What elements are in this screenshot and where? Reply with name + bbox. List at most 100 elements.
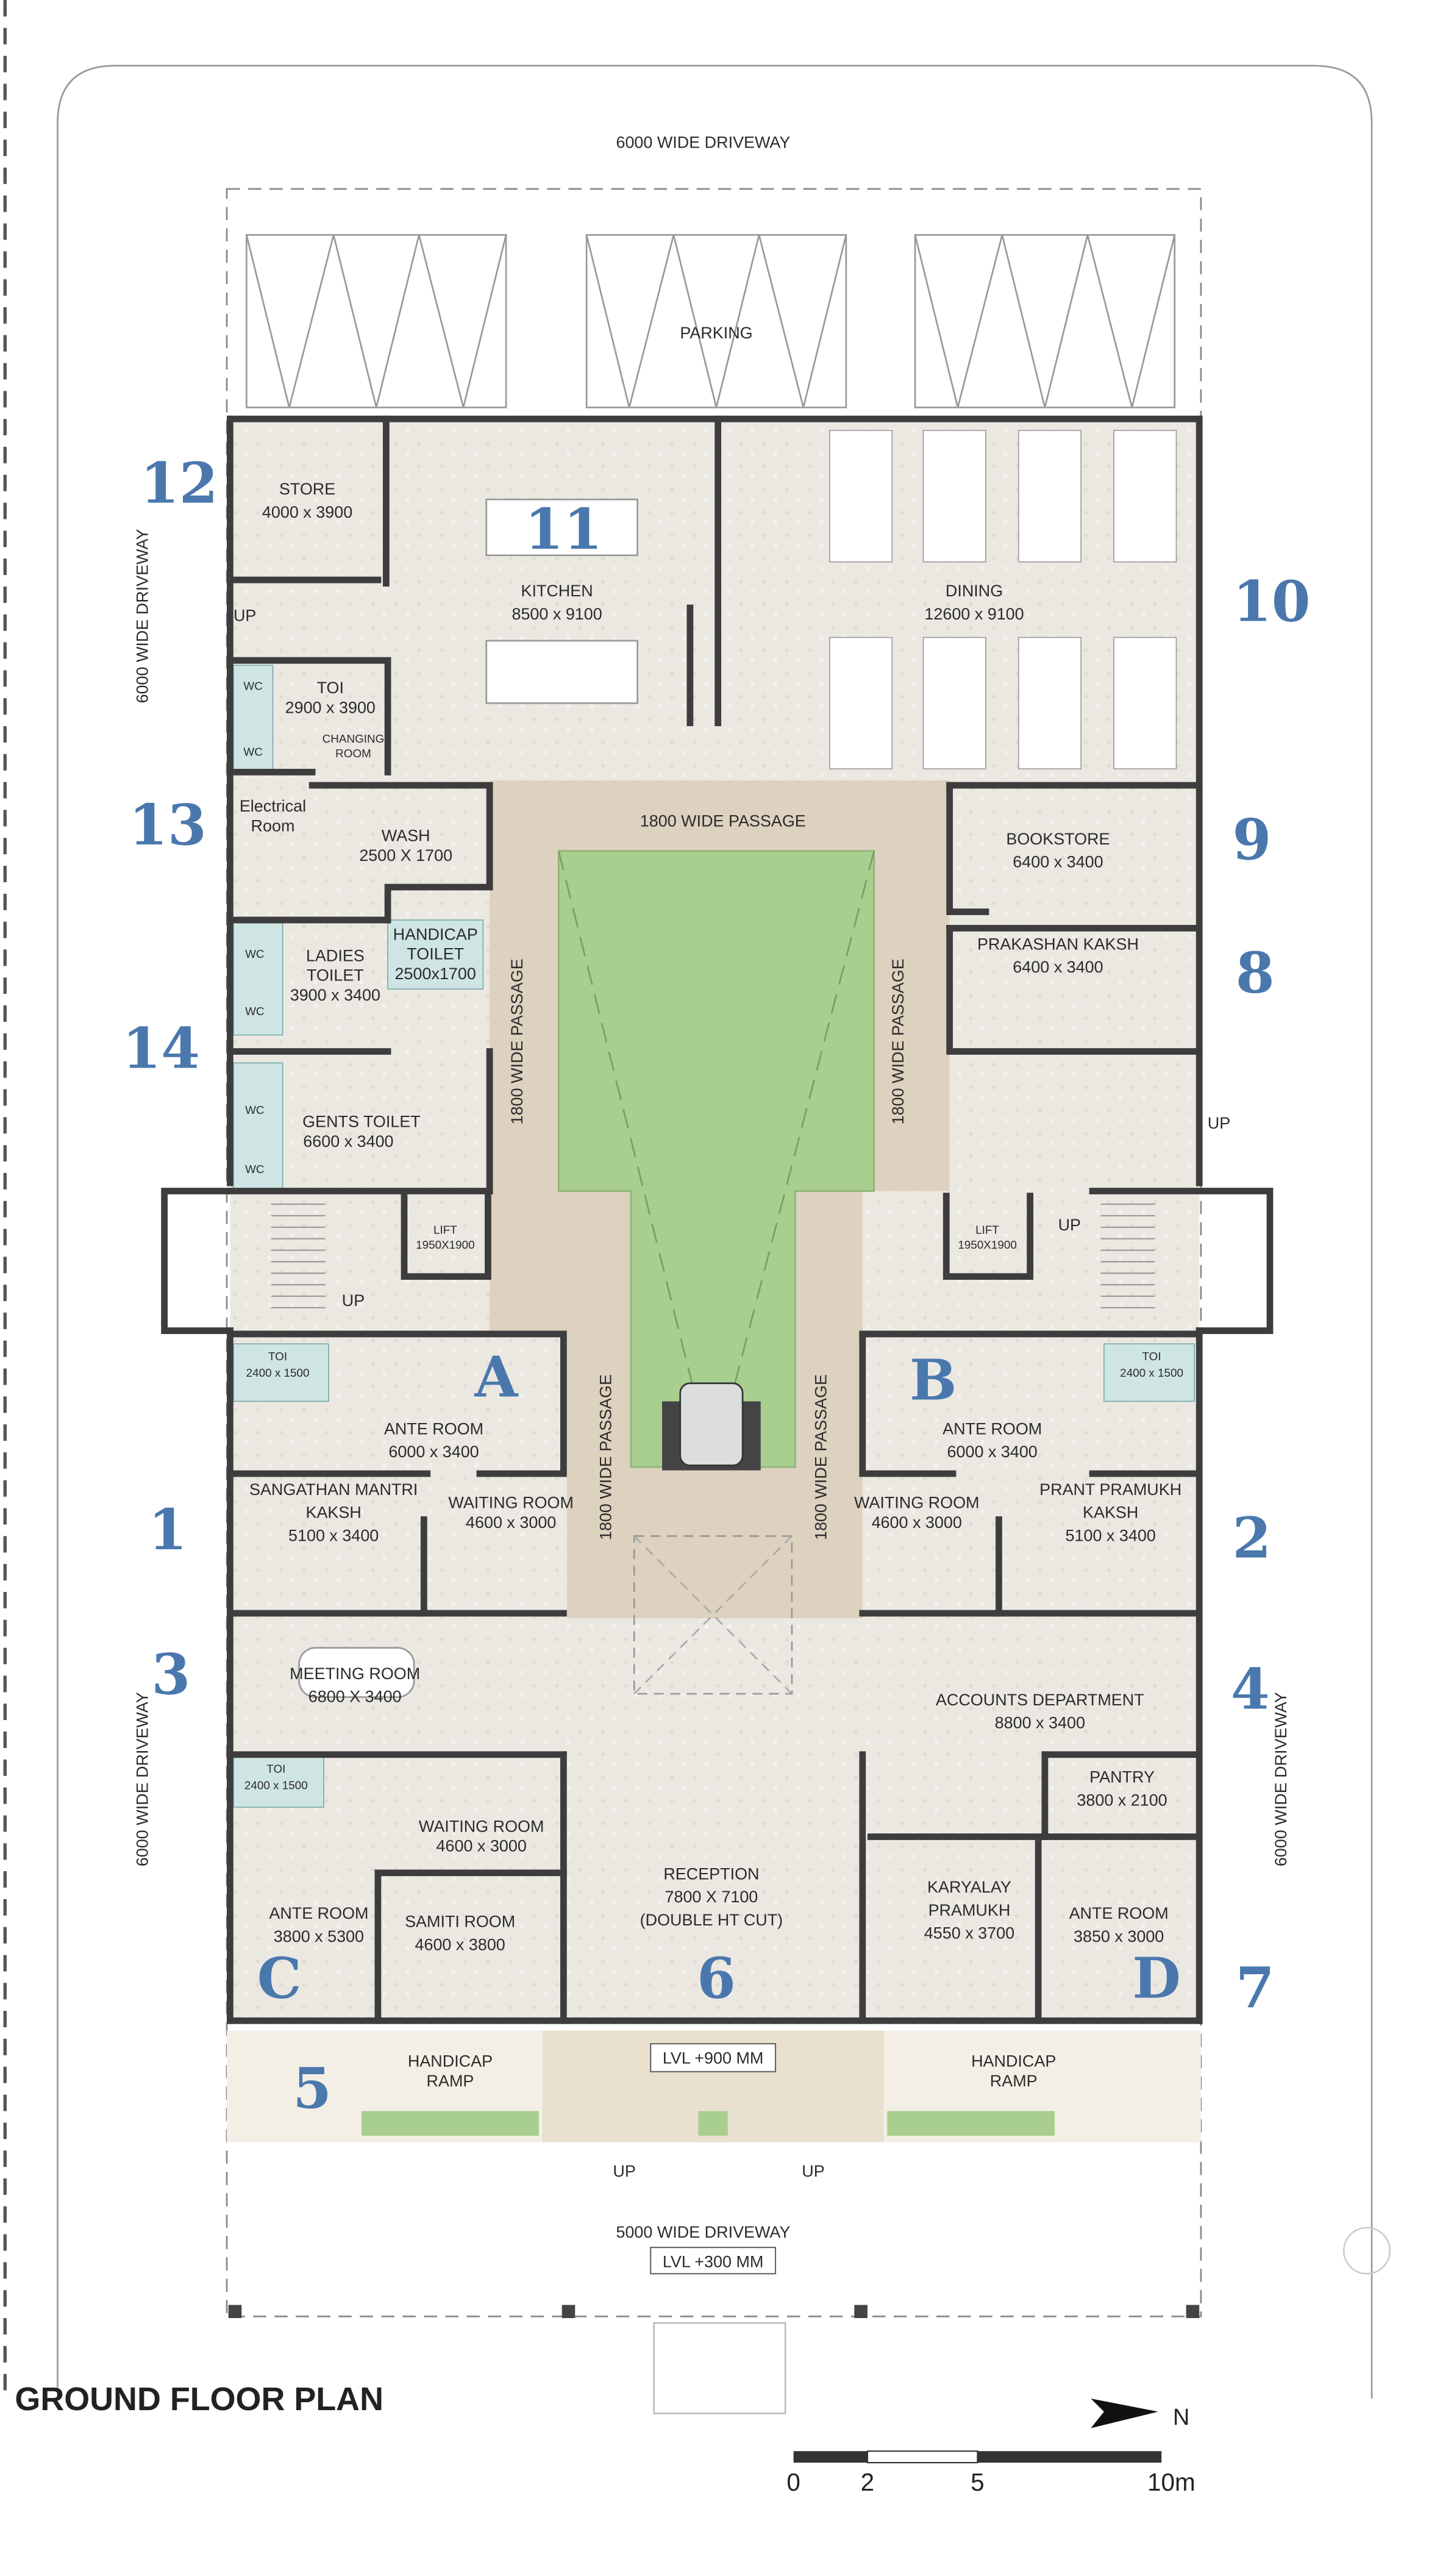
waiting-left-name: WAITING ROOM	[448, 1494, 574, 1512]
bookstore-name: BOOKSTORE	[1006, 830, 1110, 848]
driveway-right-label: 6000 WIDE DRIVEWAY	[1272, 1692, 1290, 1866]
wc-label: WC	[243, 680, 262, 693]
staircases	[271, 1204, 1155, 1308]
meeting-size: 6800 X 3400	[308, 1688, 402, 1706]
room-number-11: 11	[525, 496, 602, 562]
driveway-left-bottom-label: 6000 WIDE DRIVEWAY	[134, 1692, 152, 1866]
up-label: UP	[1058, 1216, 1081, 1234]
toi-top-name: TOI	[317, 679, 344, 697]
scale-tick-2: 2	[861, 2468, 874, 2496]
gents-name: GENTS TOILET	[302, 1112, 421, 1130]
parking-label: PARKING	[680, 324, 752, 342]
accounts-name: ACCOUNTS DEPARTMENT	[936, 1691, 1144, 1709]
waiting-center-size: 4600 x 3000	[437, 1837, 527, 1855]
toi-a-size: 2400 x 1500	[246, 1366, 310, 1379]
toi-b-size: 2400 x 1500	[1120, 1366, 1183, 1379]
ramp-left-label-1: HANDICAP	[408, 2052, 493, 2071]
store-size: 4000 x 3900	[262, 503, 352, 521]
changing-line1: CHANGING	[323, 732, 385, 745]
ramp-left-label-2: RAMP	[427, 2072, 474, 2090]
walls	[161, 415, 1274, 2024]
room-letter-d: D	[1132, 1946, 1180, 2011]
plan-title: GROUND FLOOR PLAN	[15, 2381, 383, 2417]
room-number-12: 12	[140, 451, 218, 516]
store-name: STORE	[279, 480, 335, 498]
lift-left-name: LIFT	[433, 1224, 457, 1236]
room-number-3: 3	[152, 1641, 191, 1707]
toi-a-name: TOI	[268, 1350, 287, 1363]
dining-tables	[829, 430, 1177, 769]
kitchen-size: 8500 x 9100	[511, 605, 602, 623]
meeting-table	[298, 1647, 415, 1698]
ramp-right-label-1: HANDICAP	[971, 2052, 1056, 2071]
room-letter-c: C	[257, 1946, 302, 2011]
up-label: UP	[233, 607, 256, 625]
handicap-toilet-line2: TOILET	[407, 945, 464, 963]
room-number-1: 1	[148, 1497, 187, 1563]
ante-c-size: 3800 x 5300	[274, 1927, 364, 1946]
room-number-8: 8	[1236, 940, 1275, 1005]
room-number-4: 4	[1231, 1656, 1270, 1722]
ante-d-size: 3850 x 3000	[1074, 1927, 1164, 1946]
scale-tick-0: 0	[786, 2468, 800, 2496]
lift-right-name: LIFT	[975, 1224, 999, 1236]
ante-b-name: ANTE ROOM	[943, 1419, 1042, 1438]
samiti-size: 4600 x 3800	[415, 1935, 505, 1953]
scale-tick-5: 5	[971, 2468, 984, 2496]
up-label: UP	[802, 2162, 824, 2180]
ante-b-size: 6000 x 3400	[947, 1443, 1038, 1461]
prant-line2: KAKSH	[1083, 1504, 1138, 1522]
wc-label: WC	[245, 1163, 264, 1176]
courtyard	[557, 850, 875, 1468]
driveway-bottom-label: 5000 WIDE DRIVEWAY	[616, 2223, 790, 2241]
lift-left-size: 1950X1900	[416, 1238, 475, 1251]
reception-note: (DOUBLE HT CUT)	[640, 1911, 783, 1929]
waiting-left-size: 4600 x 3000	[466, 1513, 556, 1532]
scale-tick-10m: 10m	[1147, 2468, 1196, 2496]
kitchen-island	[485, 640, 638, 704]
up-label: UP	[613, 2162, 635, 2180]
room-number-5: 5	[293, 2055, 332, 2121]
wc-label: WC	[245, 947, 264, 960]
up-label: UP	[1208, 1114, 1230, 1132]
toi-c-size: 2400 x 1500	[244, 1779, 308, 1791]
waiting-right-size: 4600 x 3000	[872, 1513, 962, 1532]
room-number-13: 13	[129, 792, 206, 858]
handicap-toilet-size: 2500x1700	[395, 965, 476, 983]
ante-c-name: ANTE ROOM	[269, 1904, 368, 1922]
ladies-line1: LADIES	[306, 946, 365, 965]
passage-right-label: 1800 WIDE PASSAGE	[889, 958, 907, 1124]
karyalay-size: 4550 x 3700	[924, 1924, 1014, 1943]
prakashan-name: PRAKASHAN KAKSH	[977, 935, 1139, 953]
passage-top-label: 1800 WIDE PASSAGE	[640, 812, 806, 830]
north-arrow-icon	[1091, 2398, 1158, 2428]
bookstore-size: 6400 x 3400	[1013, 853, 1103, 871]
kitchen-counter	[485, 498, 638, 557]
sangathan-line1: SANGATHAN MANTRI	[249, 1480, 418, 1499]
parking-bays	[246, 234, 1176, 409]
meeting-name: MEETING ROOM	[290, 1664, 420, 1683]
level-bottom-label: LVL +300 MM	[663, 2252, 763, 2271]
karyalay-line1: KARYALAY	[927, 1878, 1011, 1896]
wash-name: WASH	[382, 827, 430, 845]
waiting-center-name: WAITING ROOM	[419, 1817, 544, 1835]
electrical-line2: Room	[251, 816, 295, 835]
scale-bar	[793, 2450, 1162, 2464]
ladies-size: 3900 x 3400	[290, 986, 380, 1004]
electrical-line1: Electrical	[240, 797, 306, 815]
karyalay-line2: PRAMUKH	[928, 1901, 1011, 1919]
driveway-top-label: 6000 WIDE DRIVEWAY	[616, 134, 790, 152]
toi-b-name: TOI	[1142, 1350, 1161, 1363]
waiting-right-name: WAITING ROOM	[854, 1494, 980, 1512]
setback-line	[226, 188, 1202, 2317]
room-number-7: 7	[1236, 1955, 1275, 2021]
pantry-name: PANTRY	[1089, 1768, 1155, 1786]
pantry-size: 3800 x 2100	[1077, 1791, 1167, 1809]
site-boundary	[57, 65, 1373, 2399]
prant-size: 5100 x 3400	[1066, 1526, 1156, 1544]
sangathan-line2: KAKSH	[305, 1504, 361, 1522]
handicap-toilet-line1: HANDICAP	[393, 925, 478, 943]
prakashan-size: 6400 x 3400	[1013, 958, 1103, 976]
passage-lower-right-label: 1800 WIDE PASSAGE	[812, 1374, 830, 1540]
